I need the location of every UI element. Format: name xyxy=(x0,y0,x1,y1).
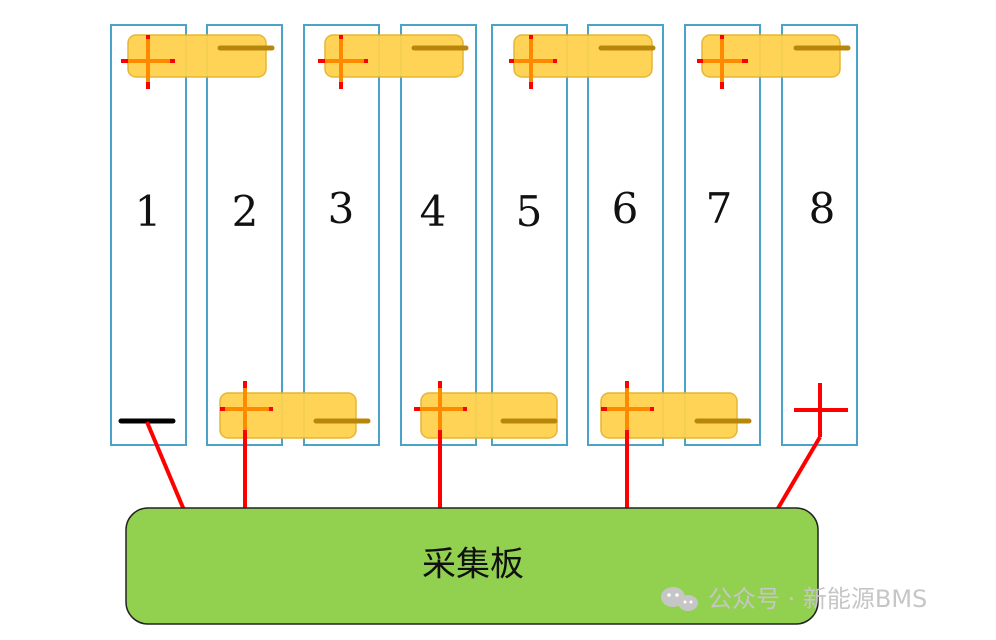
cells-group xyxy=(110,24,858,446)
cell-1-label: 1 xyxy=(135,187,162,236)
cell-labels: 1 2 3 4 5 6 7 8 xyxy=(135,184,836,236)
acquisition-board xyxy=(125,507,819,625)
wire-cell-8 xyxy=(775,435,822,512)
busbar-bottom-6-7 xyxy=(600,392,738,439)
cell-1 xyxy=(110,24,187,446)
top-busbars xyxy=(127,34,841,78)
wechat-icon xyxy=(661,587,698,611)
cell-6 xyxy=(587,24,664,446)
cell-4-label: 4 xyxy=(420,187,447,236)
wire-cell-1 xyxy=(145,421,186,511)
cell-5-label: 5 xyxy=(516,187,543,236)
cell-2 xyxy=(206,24,283,446)
busbar-top-3-4 xyxy=(324,34,464,78)
cell-4 xyxy=(400,24,477,446)
cell-7-label: 7 xyxy=(706,184,733,233)
bottom-terminals xyxy=(118,381,848,438)
bottom-busbars xyxy=(219,392,738,439)
cell-7 xyxy=(684,24,761,446)
watermark: 公众号 · 新能源BMS xyxy=(661,585,927,613)
board-label: 采集板 xyxy=(422,545,524,585)
cell-6-label: 6 xyxy=(612,184,639,233)
cell-3 xyxy=(303,24,380,446)
busbar-bottom-4-5 xyxy=(420,392,558,439)
top-terminals xyxy=(121,35,851,89)
cell-2-label: 2 xyxy=(232,187,259,236)
cell-8 xyxy=(781,24,858,446)
busbar-bottom-2-3 xyxy=(219,392,357,439)
cell-5 xyxy=(491,24,568,446)
cell-3-label: 3 xyxy=(328,184,355,233)
watermark-text: 公众号 · 新能源BMS xyxy=(708,585,927,613)
cell-8-label: 8 xyxy=(809,184,836,233)
busbar-top-5-6 xyxy=(513,34,653,78)
sense-wires xyxy=(145,421,822,512)
